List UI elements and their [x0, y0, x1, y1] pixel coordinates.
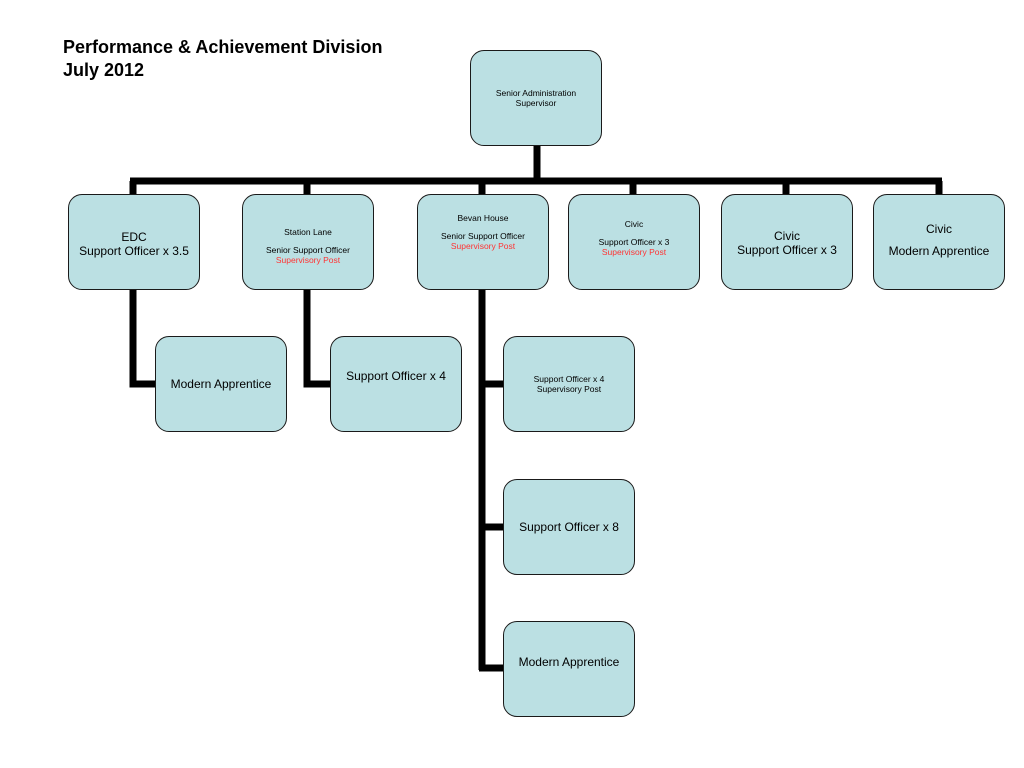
civic-1-location: Civic [624, 219, 644, 229]
bevan-house-role: Senior Support Officer [441, 230, 525, 241]
station-lane-child-label: Support Officer x 4 [346, 369, 446, 383]
civic-3-role: Modern Apprentice [888, 244, 990, 258]
bevan-child-2-label: Support Officer x 8 [519, 520, 619, 534]
bevan-house-supervisory-post: Supervisory Post [450, 240, 516, 251]
edc-location: EDC [121, 230, 147, 244]
edc-child-label: Modern Apprentice [170, 377, 272, 391]
connector-station-lane-child [303, 289, 330, 388]
bevan-child-3-label: Modern Apprentice [518, 655, 620, 669]
civic-2-role: Support Officer x 3 [737, 243, 837, 257]
org-box-bevan-modern-apprentice: Modern Apprentice [503, 621, 635, 717]
edc-role: Support Officer x 3.5 [79, 244, 189, 258]
civic-1-role: Support Officer x 3 [598, 236, 670, 247]
root-label-line2: Supervisor [515, 98, 557, 108]
civic-1-supervisory-post: Supervisory Post [601, 246, 667, 257]
org-box-edc-modern-apprentice: Modern Apprentice [155, 336, 287, 432]
bevan-house-location: Bevan House [457, 213, 509, 223]
org-box-edc: EDC Support Officer x 3.5 [68, 194, 200, 290]
org-box-bevan-support-officers-supervisory: Support Officer x 4 Supervisory Post [503, 336, 635, 432]
title-line-date: July 2012 [63, 60, 145, 80]
connector-edc-child [129, 289, 155, 388]
org-box-senior-administration-supervisor: Senior Administration Supervisor [470, 50, 602, 146]
org-box-civic-2: Civic Support Officer x 3 [721, 194, 853, 290]
org-box-station-lane: Station Lane Senior Support Officer Supe… [242, 194, 374, 290]
civic-2-location: Civic [774, 229, 800, 243]
org-box-civic-3: Civic Modern Apprentice [873, 194, 1005, 290]
root-label-line1: Senior Administration [495, 88, 577, 98]
civic-3-location: Civic [926, 222, 952, 236]
station-lane-role: Senior Support Officer [266, 244, 350, 255]
org-box-station-lane-support-officers: Support Officer x 4 [330, 336, 462, 432]
station-lane-location: Station Lane [284, 227, 332, 237]
title-line-division: Performance & Achievement Division [63, 37, 383, 57]
station-lane-supervisory-post: Supervisory Post [275, 254, 341, 265]
bevan-child-1-line1: Support Officer x 4 [533, 374, 605, 384]
org-box-bevan-support-officers: Support Officer x 8 [503, 479, 635, 575]
page-title: Performance & Achievement Division July … [63, 36, 382, 82]
org-box-civic-1: Civic Support Officer x 3 Supervisory Po… [568, 194, 700, 290]
bevan-child-1-line2: Supervisory Post [536, 384, 602, 394]
org-box-bevan-house: Bevan House Senior Support Officer Super… [417, 194, 549, 290]
